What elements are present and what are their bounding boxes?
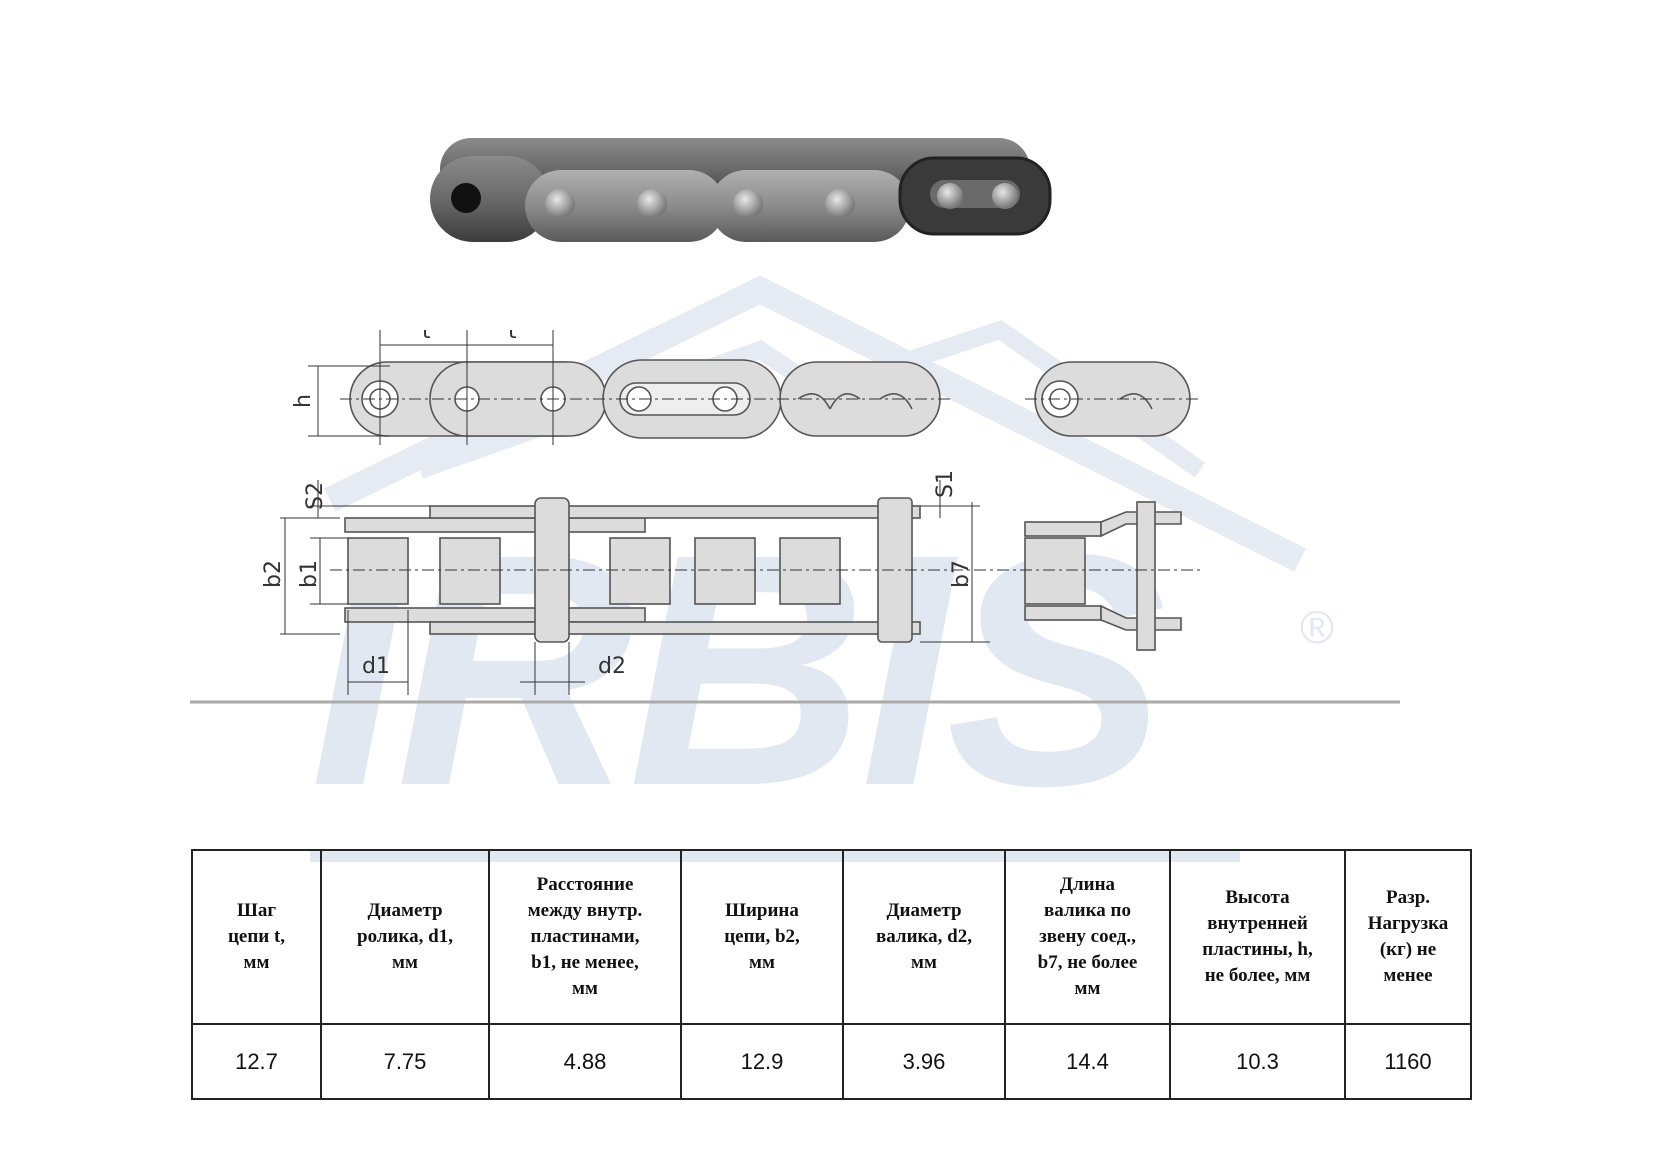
dim-label-b7: b7: [949, 560, 974, 588]
header-pitch: Шаг цепи t, мм: [191, 849, 322, 1025]
chain-photo: [430, 138, 1052, 242]
chain-technical-drawing: t t h: [190, 330, 1400, 704]
header-inner-width: Расстояние между внутр. пластинами, b1, …: [488, 849, 682, 1025]
table-header-row: Шаг цепи t, мм Диаметр ролика, d1, мм Ра…: [191, 849, 1472, 1025]
dim-label-b1: b1: [297, 560, 322, 588]
dim-label-d2: d2: [598, 654, 626, 679]
header-breaking-load: Разр. Нагрузка (кг) не менее: [1344, 849, 1472, 1025]
dim-label-b2: b2: [261, 560, 286, 588]
header-pin-diameter: Диаметр валика, d2, мм: [842, 849, 1006, 1025]
value-pin-length: 14.4: [1004, 1023, 1171, 1100]
dim-label-h: h: [291, 394, 316, 408]
value-plate-height: 10.3: [1169, 1023, 1346, 1100]
dim-label-t2: t: [508, 330, 517, 344]
dim-label-s2: S2: [303, 482, 328, 510]
dim-label-t1: t: [422, 330, 431, 344]
header-roller-diameter: Диаметр ролика, d1, мм: [320, 849, 490, 1025]
table-row: 12.7 7.75 4.88 12.9 3.96 14.4 10.3 1160: [191, 1023, 1472, 1100]
registered-mark: ®: [1300, 601, 1334, 653]
header-pin-length: Длина валика по звену соед., b7, не боле…: [1004, 849, 1171, 1025]
value-pin-diameter: 3.96: [842, 1023, 1006, 1100]
header-plate-height: Высота внутренней пластины, h, не более,…: [1169, 849, 1346, 1025]
value-roller-diameter: 7.75: [320, 1023, 490, 1100]
value-breaking-load: 1160: [1344, 1023, 1472, 1100]
chain-spec-table: Шаг цепи t, мм Диаметр ролика, d1, мм Ра…: [191, 849, 1472, 1100]
value-pitch: 12.7: [191, 1023, 322, 1100]
dim-label-d1: d1: [362, 654, 390, 679]
header-chain-width: Ширина цепи, b2, мм: [680, 849, 844, 1025]
value-chain-width: 12.9: [680, 1023, 844, 1100]
value-inner-width: 4.88: [488, 1023, 682, 1100]
dim-label-s1: S1: [933, 470, 958, 498]
